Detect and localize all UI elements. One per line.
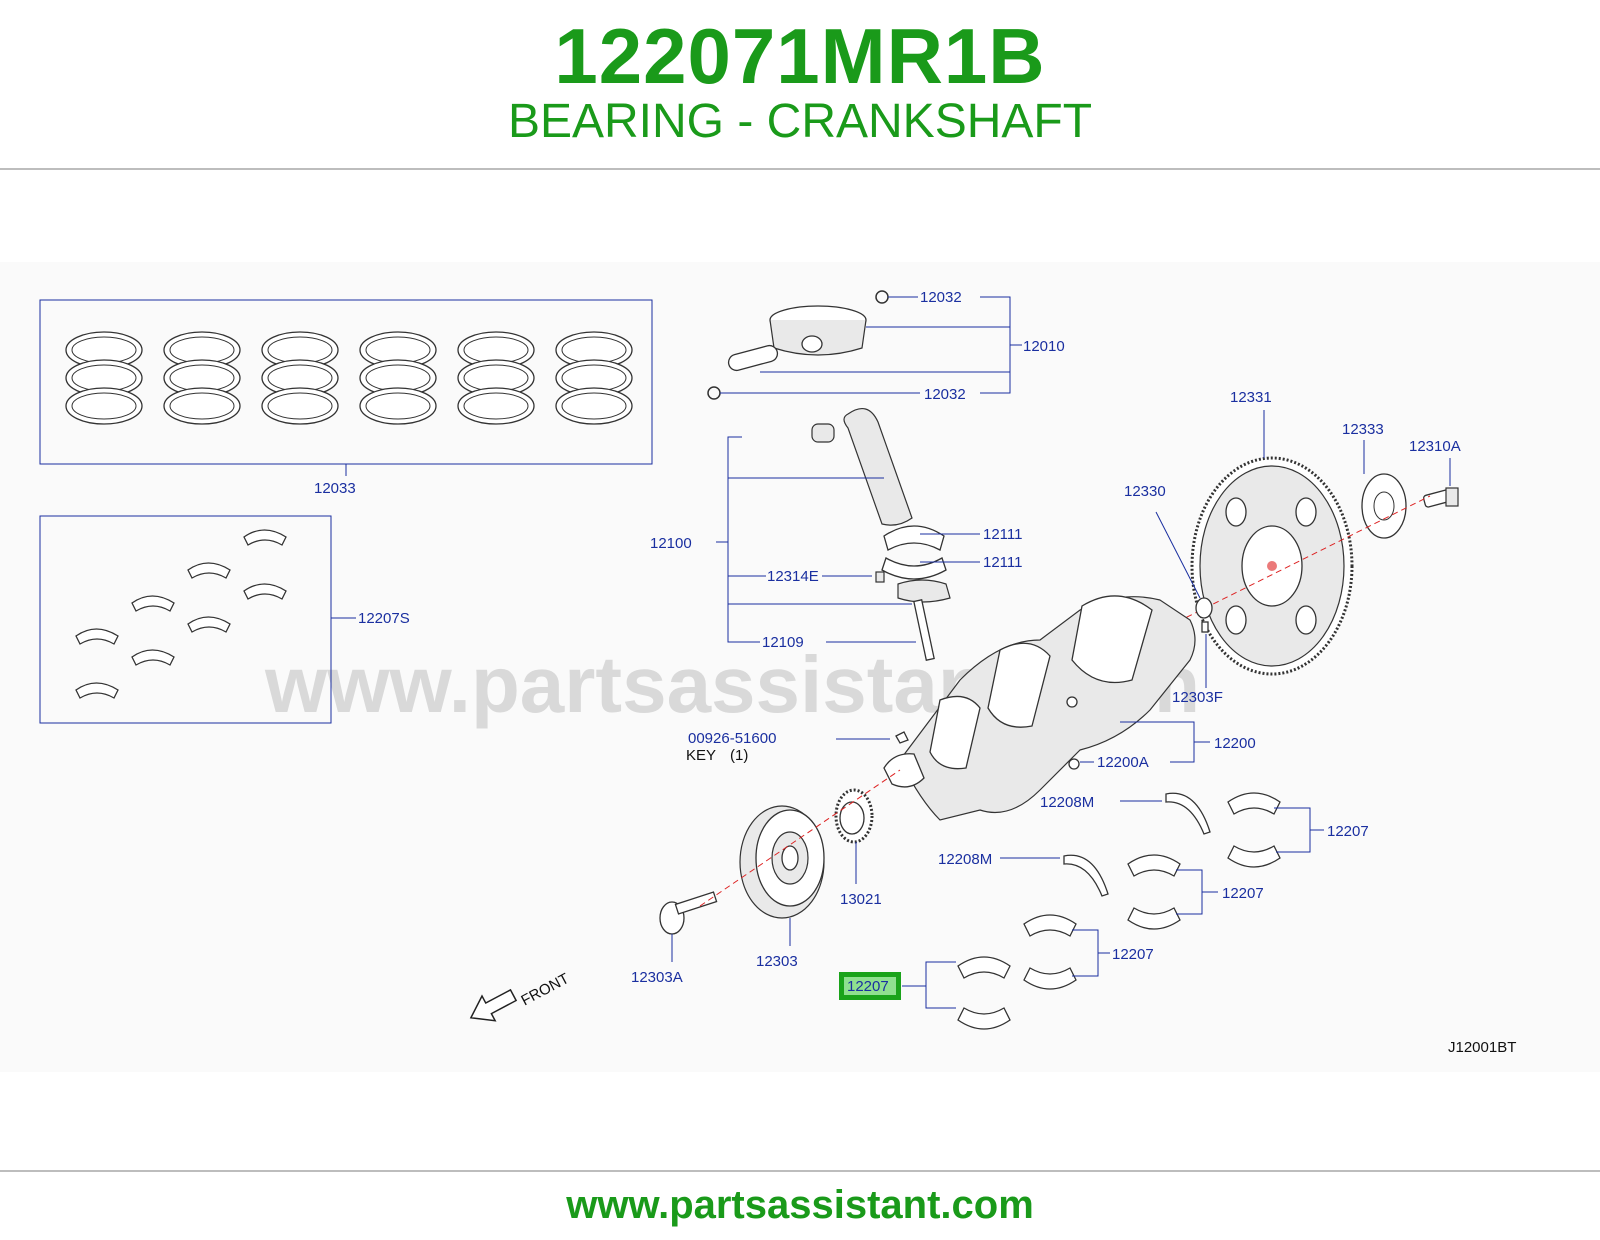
crank-sprocket bbox=[834, 788, 874, 844]
rod-nut bbox=[875, 571, 885, 583]
part-number: 122071MR1B bbox=[554, 12, 1046, 100]
callout-12208M-upper: 12208M bbox=[1040, 794, 1094, 811]
callout-12033: 12033 bbox=[314, 480, 356, 497]
front-arrow bbox=[469, 988, 518, 1022]
part-description: BEARING - CRANKSHAFT bbox=[507, 95, 1093, 148]
callout-12330: 12330 bbox=[1124, 483, 1166, 500]
callout-12207S: 12207S bbox=[358, 610, 410, 627]
page-header: 122071MR1B BEARING - CRANKSHAFT bbox=[0, 0, 1600, 170]
rod-bearing-lower bbox=[881, 557, 947, 580]
bearing-set-shells bbox=[75, 529, 287, 699]
piston bbox=[707, 290, 889, 400]
pilot-converter bbox=[1195, 597, 1213, 619]
callout-12208M-lower: 12208M bbox=[938, 851, 992, 868]
callout-12303A: 12303A bbox=[631, 969, 683, 986]
callout-12200A: 12200A bbox=[1097, 754, 1149, 771]
rod-bearing-upper bbox=[883, 525, 945, 551]
front-label: FRONT bbox=[518, 970, 572, 1009]
rod-bolt bbox=[913, 599, 935, 661]
callout-12111-upper: 12111 bbox=[983, 526, 1023, 543]
piston-pin bbox=[727, 344, 779, 372]
footer-divider bbox=[0, 1170, 1600, 1172]
drive-plate bbox=[1190, 456, 1354, 676]
connecting-rod bbox=[811, 407, 951, 661]
reinforcement-plate bbox=[1361, 473, 1407, 539]
header-divider bbox=[0, 168, 1600, 170]
callout-12303F: 12303F bbox=[1172, 689, 1223, 706]
callout-12111-lower: 12111 bbox=[983, 554, 1023, 571]
callout-12303: 12303 bbox=[756, 953, 798, 970]
rod-cap bbox=[897, 579, 951, 603]
dowel-pin bbox=[1201, 621, 1209, 633]
callout-12200: 12200 bbox=[1214, 735, 1256, 752]
crank-plug bbox=[1068, 758, 1080, 770]
callout-12207-2: 12207 bbox=[1222, 885, 1264, 902]
flywheel-bolt bbox=[1422, 487, 1459, 508]
callout-12100: 12100 bbox=[650, 535, 692, 552]
callout-12032-bottom: 12032 bbox=[924, 386, 966, 403]
callout-12207-highlighted[interactable]: 12207 bbox=[847, 978, 889, 995]
callout-12207-3: 12207 bbox=[1112, 946, 1154, 963]
thrust-washers bbox=[1063, 792, 1211, 897]
key-quantity: (1) bbox=[730, 747, 748, 764]
callout-12207-1: 12207 bbox=[1327, 823, 1369, 840]
callout-12314E: 12314E bbox=[767, 568, 819, 585]
woodruff-key bbox=[895, 731, 909, 744]
parts-diagram: www.partsassistant.com 12033 12207S bbox=[0, 262, 1600, 1072]
snap-ring-bottom bbox=[707, 386, 721, 400]
callout-00926-51600: 00926-51600 bbox=[688, 730, 776, 747]
callout-13021: 13021 bbox=[840, 891, 882, 908]
crank-pulley bbox=[739, 805, 825, 919]
figure-code: J12001BT bbox=[1448, 1039, 1516, 1056]
pulley-bolt bbox=[659, 891, 718, 935]
key-label: KEY bbox=[686, 747, 716, 764]
highlight-fill bbox=[844, 977, 896, 995]
callout-12032-top: 12032 bbox=[920, 289, 962, 306]
callout-12333: 12333 bbox=[1342, 421, 1384, 438]
callout-12310A: 12310A bbox=[1409, 438, 1461, 455]
piston-ring-sets bbox=[65, 331, 633, 425]
callout-12010: 12010 bbox=[1023, 338, 1065, 355]
snap-ring-top bbox=[875, 290, 889, 304]
bearing-set-box bbox=[39, 515, 332, 724]
crankshaft bbox=[883, 595, 1196, 821]
callout-12331: 12331 bbox=[1230, 389, 1272, 406]
footer-url-link[interactable]: www.partsassistant.com bbox=[566, 1183, 1034, 1227]
callout-12109: 12109 bbox=[762, 634, 804, 651]
